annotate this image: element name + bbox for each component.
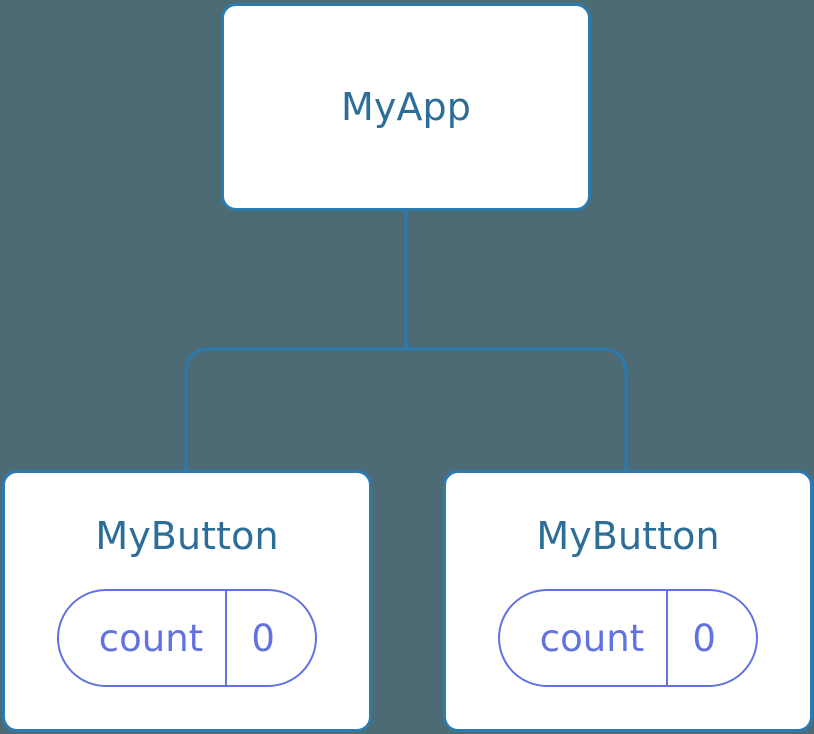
node-title-child-0: MyButton [95,514,279,558]
state-pill-child-0[interactable]: count 0 [56,589,318,687]
state-key-label-child-0: count [98,616,204,660]
state-value-label-child-0: 0 [251,616,275,660]
node-card-child-0[interactable]: MyButton count 0 [2,470,372,732]
node-title-root: MyApp [340,85,471,129]
node-card-root[interactable]: MyApp [221,3,591,211]
connector-to-right-child [406,347,628,472]
state-pill-child-1[interactable]: count 0 [497,589,759,687]
state-pill-divider-child-1 [666,591,669,685]
node-title-child-1: MyButton [536,514,720,558]
state-value-label-child-1: 0 [692,616,716,660]
state-key-cell-child-0: count [59,591,225,685]
node-card-child-1[interactable]: MyButton count 0 [443,470,813,732]
state-key-cell-child-1: count [500,591,666,685]
state-pill-divider-child-0 [225,591,228,685]
state-key-label-child-1: count [539,616,645,660]
connector-to-left-child [184,347,406,472]
state-value-cell-child-1: 0 [668,591,756,685]
state-value-cell-child-0: 0 [227,591,315,685]
